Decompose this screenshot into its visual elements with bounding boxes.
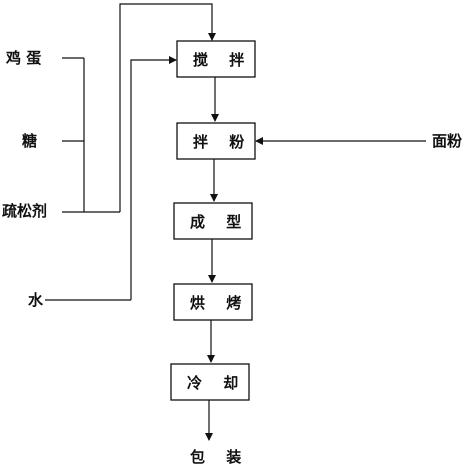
step-cooling-label: 冷 却 [187,374,246,392]
step-flour-mixing-box: 拌 粉 [176,122,256,160]
input-leavening-agent-label: 疏松剂 [2,202,47,220]
input-flour-label: 面粉 [432,132,462,150]
step-baking-label: 烘 烤 [190,294,249,312]
step-stirring-label: 搅 拌 [193,51,252,69]
output-packaging-label: 包 装 [190,448,249,466]
step-cooling-box: 冷 却 [170,363,250,401]
step-flour-mixing-label: 拌 粉 [193,133,252,151]
step-forming-label: 成 型 [190,213,249,231]
step-stirring-box: 搅 拌 [176,40,256,78]
water-connector [45,56,177,301]
input-water-label: 水 [28,291,44,309]
dry-ingredients-connector [62,3,216,213]
input-sugar-label: 糖 [22,132,37,150]
input-egg-label: 鸡 蛋 [5,49,41,67]
step-baking-box: 烘 烤 [173,283,253,321]
step-arrows [205,77,219,441]
step-forming-box: 成 型 [173,202,253,240]
